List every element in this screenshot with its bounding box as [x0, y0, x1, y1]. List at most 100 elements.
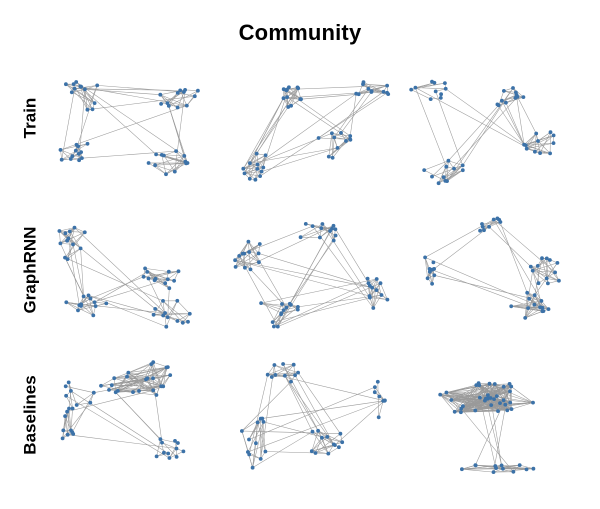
graph-node [489, 403, 494, 407]
graph-node [371, 306, 376, 310]
graph-edge [300, 93, 359, 100]
graph-edge [435, 91, 463, 166]
graph-edge [537, 265, 539, 284]
graph-edge [267, 364, 294, 375]
graph-node [483, 396, 488, 401]
graph-node [255, 162, 260, 167]
graph-edge [64, 232, 86, 258]
graph-edge [445, 166, 447, 181]
graph-edge [530, 266, 556, 273]
graph-node [532, 302, 537, 307]
graph-node [183, 88, 188, 92]
graph-node [348, 137, 353, 142]
graph-edge [297, 372, 341, 434]
graph-edge [261, 302, 284, 311]
graph-node [233, 265, 238, 269]
graph-edge [446, 160, 449, 182]
graph-node [164, 172, 168, 177]
graph-node [296, 370, 300, 375]
graph-edge [475, 464, 496, 467]
graph-edge [90, 276, 144, 299]
graph-node [531, 466, 536, 471]
graph-edge [519, 464, 534, 469]
graph-node [272, 363, 277, 367]
graph-edge [443, 165, 463, 178]
graph-node [172, 169, 177, 174]
graph-node [71, 82, 76, 86]
graph-edge [167, 288, 170, 318]
graph-node [112, 376, 117, 381]
graph-edge [249, 153, 257, 179]
graph-edge [238, 241, 249, 257]
graph-edge [496, 391, 511, 397]
graph-edge [148, 278, 166, 314]
graph-node [430, 79, 434, 84]
graph-node [90, 107, 95, 112]
graph-node [514, 90, 518, 95]
graph-node [60, 436, 65, 441]
graph-node [443, 86, 448, 91]
graph-node [423, 255, 427, 260]
graph-node [330, 131, 334, 136]
graph-panel-0 [58, 80, 200, 177]
graph-edge [74, 227, 166, 314]
graph-node [526, 306, 530, 310]
graph-node [330, 226, 334, 231]
graph-node [109, 383, 114, 388]
graph-node [509, 304, 514, 309]
graph-edge [117, 367, 167, 392]
graph-node [175, 105, 180, 110]
graph-edge [61, 88, 75, 160]
graph-edge [277, 282, 381, 327]
graph-node [528, 264, 533, 269]
graph-node [67, 406, 71, 411]
graph-node [332, 135, 337, 140]
graph-node [243, 265, 247, 270]
graph-edge [234, 259, 246, 268]
graph-edge [177, 92, 195, 97]
graph-edge [261, 302, 287, 308]
graph-edge [67, 227, 75, 260]
graph-edge [148, 162, 167, 175]
graph-edge [460, 408, 514, 472]
graph-edge [311, 444, 335, 452]
graph-node [74, 403, 79, 407]
graph-edge [152, 362, 162, 387]
graph-edge [67, 408, 70, 435]
graph-edge [68, 382, 73, 409]
graph-node [446, 158, 451, 163]
graph-node [57, 229, 62, 233]
graph-edge [111, 367, 167, 386]
graph-edge [153, 300, 164, 315]
graph-node [501, 384, 506, 389]
graph-edge [525, 145, 551, 154]
graph-edge [460, 398, 495, 413]
graph-edge [488, 226, 531, 267]
graph-node [281, 362, 285, 366]
graph-node [168, 373, 173, 377]
graph-edge [461, 465, 476, 470]
graph-node [240, 251, 245, 256]
graph-node [509, 407, 514, 411]
graph-node [248, 161, 252, 166]
graph-edge [160, 94, 178, 108]
graph-edge [80, 86, 157, 155]
graph-edge [495, 464, 520, 467]
graph-edge [258, 253, 373, 288]
graph-node [486, 393, 490, 398]
graph-edge [434, 275, 542, 302]
graph-node [83, 87, 87, 92]
graph-node [159, 102, 164, 106]
graph-node [254, 441, 258, 446]
graph-edge [169, 448, 177, 459]
graph-edge [59, 227, 75, 232]
graph-edge [65, 386, 94, 393]
graph-node [531, 400, 535, 405]
graph-edge [64, 257, 164, 302]
graph-edge [460, 397, 481, 413]
graph-node [196, 88, 200, 93]
graph-node [261, 420, 266, 424]
graph-edge [138, 386, 164, 392]
graph-edge [498, 90, 505, 106]
